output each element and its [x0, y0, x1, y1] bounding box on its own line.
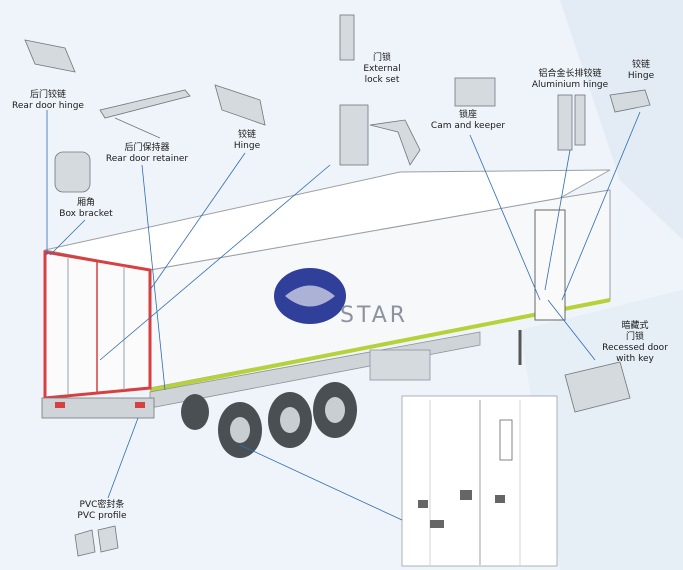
- label-hinge-center: 铰链 Hinge: [234, 130, 260, 152]
- label-zh: 厢角: [76, 198, 95, 208]
- label-recessed-lock: 暗藏式 门锁 Recessed door with key: [602, 321, 668, 365]
- part-recessed-lock: [564, 361, 631, 413]
- label-zh: 门锁: [372, 53, 391, 63]
- part-lock-set: [339, 104, 369, 166]
- leader-lines: [46, 110, 641, 521]
- label-en: with key: [616, 354, 654, 364]
- toolbox: [369, 349, 431, 381]
- label-en: Hinge: [233, 141, 261, 151]
- label-en: Rear door hinge: [12, 101, 84, 111]
- part-pvc-profile: [74, 529, 96, 557]
- label-en: Recessed door: [602, 343, 668, 353]
- label-zh: 后门铰链: [29, 90, 67, 100]
- label-zh: 后门保持器: [124, 143, 170, 153]
- part-lock-handle: [369, 119, 421, 166]
- label-zh: 铰链: [237, 130, 257, 140]
- label-zh: PVC密封条: [79, 500, 125, 510]
- part-hinge-right: [609, 89, 651, 113]
- part-rear-door-retainer: [99, 89, 191, 119]
- wheels: [181, 382, 357, 458]
- label-aluminium-hinge: 铝合金长排铰链 Aluminium hinge: [532, 69, 608, 91]
- label-en: Rear door retainer: [105, 154, 189, 164]
- label-rear-door-hinge: 后门铰链 Rear door hinge: [12, 90, 84, 112]
- label-en: External: [363, 64, 401, 74]
- label-zh: 铝合金长排铰链: [538, 69, 602, 79]
- logo-text: STAR: [340, 303, 408, 328]
- rear-doors: [41, 250, 155, 419]
- label-en: Cam and keeper: [430, 121, 506, 131]
- part-rear-door-hinge: [24, 39, 76, 73]
- label-zh: 铰链: [631, 60, 651, 70]
- label-pvc-profile: PVC密封条 PVC profile: [77, 500, 126, 522]
- star-logo: STAR: [274, 268, 408, 328]
- bg-panel: [520, 290, 683, 570]
- label-en: lock set: [364, 75, 400, 85]
- label-zh: 暗藏式: [621, 321, 649, 331]
- part-hinge-center: [214, 84, 266, 126]
- label-en: Aluminium hinge: [531, 80, 609, 90]
- part-lock-top: [339, 14, 355, 61]
- part-cam-keeper: [454, 77, 496, 107]
- side-trim: [149, 298, 611, 392]
- part-aluminium-hinge: [557, 94, 573, 151]
- door-detail-inset: [401, 395, 558, 567]
- label-hinge-right: 铰链 Hinge: [628, 60, 654, 82]
- label-en: Box bracket: [59, 209, 113, 219]
- part-box-bracket: [54, 151, 91, 193]
- side-door: [534, 209, 566, 321]
- label-en: Hinge: [627, 71, 655, 81]
- label-external-lock: 门锁 External lock set: [363, 53, 400, 86]
- label-box-bracket: 厢角 Box bracket: [59, 198, 112, 220]
- label-zh: 锁座: [458, 110, 478, 120]
- label-cam-keeper: 锁座 Cam and keeper: [431, 110, 505, 132]
- label-zh: 门锁: [625, 332, 645, 342]
- bg-panel: [560, 0, 683, 240]
- label-rear-door-retainer: 后门保持器 Rear door retainer: [106, 143, 188, 165]
- label-en: PVC profile: [77, 511, 127, 521]
